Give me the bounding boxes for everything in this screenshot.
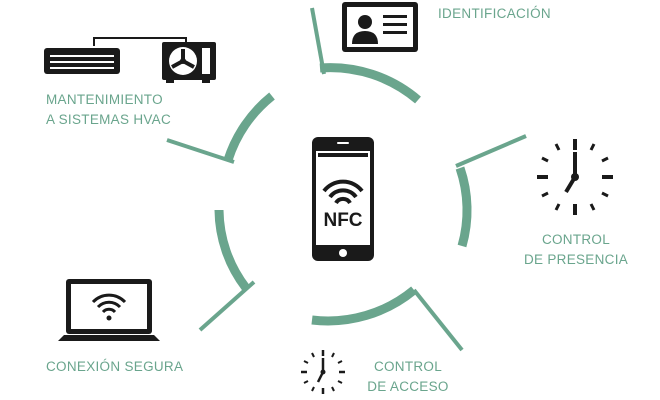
label-access: CONTROL DE ACCESO xyxy=(362,357,454,397)
ring-arc-right xyxy=(455,166,472,248)
connector-lines xyxy=(166,7,527,352)
label-line: A SISTEMAS HVAC xyxy=(46,112,172,127)
connector-line-id xyxy=(310,7,326,75)
smartphone-nfc-icon: NFC xyxy=(312,137,374,261)
connector-line-access xyxy=(412,288,464,352)
label-line: MANTENIMIENTO xyxy=(46,92,163,107)
ring-arc-bottom xyxy=(311,286,417,326)
connector-ring xyxy=(214,63,472,326)
ring-arc-top xyxy=(319,63,421,104)
nfc-label: NFC xyxy=(323,210,362,231)
connector-line-hvac xyxy=(166,138,235,164)
label-line: IDENTIFICACIÓN xyxy=(438,6,551,21)
ring-arc-left-lower xyxy=(214,209,250,291)
label-line: DE PRESENCIA xyxy=(523,252,629,267)
air-conditioner-icon xyxy=(44,37,216,83)
connector-line-connection xyxy=(198,280,256,332)
label-line: CONTROL xyxy=(541,232,611,247)
label-identification: IDENTIFICACIÓN xyxy=(438,4,551,24)
clock-icon xyxy=(301,350,345,394)
ring-arc-left-upper xyxy=(223,92,275,162)
laptop-wifi-icon xyxy=(58,279,160,341)
id-card-icon xyxy=(342,2,418,52)
label-presence: CONTROL DE PRESENCIA xyxy=(520,230,632,270)
clock-icon xyxy=(537,139,613,215)
label-connection: CONEXIÓN SEGURA xyxy=(46,357,183,377)
label-hvac: MANTENIMIENTO A SISTEMAS HVAC xyxy=(46,90,171,130)
connector-line-presence xyxy=(455,134,527,168)
label-line: DE ACCESO xyxy=(367,379,449,394)
label-line: CONTROL xyxy=(373,359,443,374)
label-line: CONEXIÓN SEGURA xyxy=(46,359,184,374)
